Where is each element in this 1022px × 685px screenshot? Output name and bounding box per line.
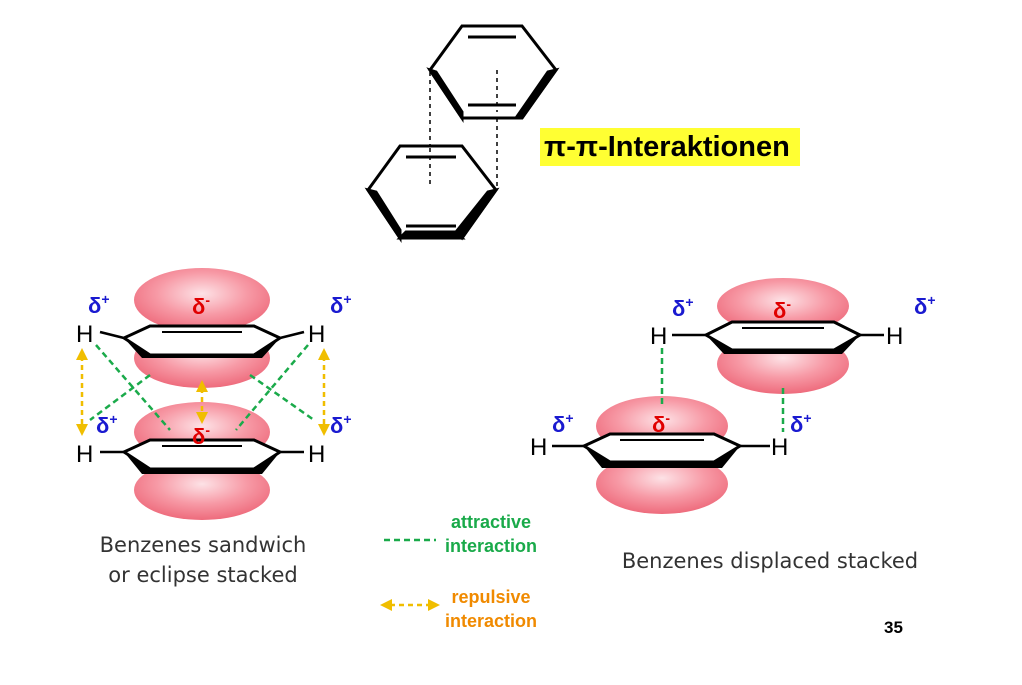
displaced-attractive-lines: [660, 348, 785, 432]
sandwich-attractive-lines: [89, 344, 315, 431]
delta-plus-label: δ+: [914, 292, 936, 319]
displaced-caption: Benzenes displaced stacked: [621, 549, 919, 573]
legend-repulsive-head-right: [428, 599, 440, 611]
page-number: 35: [884, 618, 903, 637]
sandwich-caption-line2: or eclipse stacked: [108, 563, 298, 587]
delta-plus-label: δ+: [552, 410, 574, 437]
legend-attractive-label: attractive interaction: [445, 510, 537, 558]
legend-attractive-line2: interaction: [445, 536, 538, 556]
delta-plus-label: δ+: [790, 410, 812, 437]
delta-plus-label: δ+: [330, 291, 352, 318]
orbital-lobe: [596, 454, 728, 514]
delta-minus-label: δ-: [192, 292, 210, 319]
legend-repulsive-head-left: [380, 599, 392, 611]
hydrogen-label: H: [308, 441, 325, 468]
legend-repulsive-label: repulsive interaction: [445, 585, 537, 633]
sandwich-repulsive-heads: [76, 348, 330, 436]
legend-repulsive-line1: repulsive: [451, 587, 531, 607]
orbital-lobe: [134, 268, 270, 332]
hydrogen-label: H: [76, 321, 93, 348]
sandwich-lower-benzene: [100, 402, 304, 520]
sandwich-upper-benzene: [99, 268, 305, 388]
sandwich-caption: Benzenes sandwich or eclipse stacked: [78, 530, 328, 590]
delta-minus-label: δ-: [652, 410, 670, 437]
delta-plus-label: δ+: [88, 291, 110, 318]
legend-attractive-line1: attractive: [450, 512, 532, 532]
orbital-lobe: [134, 460, 270, 520]
orbital-lobe: [717, 278, 849, 334]
displaced-upper-benzene: [672, 278, 884, 394]
top-ring-upper: [426, 24, 560, 123]
diagram-title: π-π-Interaktionen: [540, 128, 800, 166]
hydrogen-label: H: [308, 321, 325, 348]
delta-plus-label: δ+: [96, 411, 118, 438]
hydrogen-label: H: [771, 434, 788, 461]
hydrogen-label: H: [886, 323, 903, 350]
hydrogen-label: H: [530, 434, 547, 461]
delta-minus-label: δ-: [773, 296, 791, 323]
sandwich-repulsive-arrows: [80, 356, 326, 428]
hydrogen-label: H: [650, 323, 667, 350]
legend-repulsive-line2: interaction: [445, 611, 538, 631]
delta-plus-label: δ+: [672, 294, 694, 321]
hydrogen-label: H: [76, 441, 93, 468]
displaced-lower-benzene: [552, 396, 770, 514]
top-ring-lower: [364, 144, 500, 243]
sandwich-caption-line1: Benzenes sandwich: [99, 533, 307, 557]
delta-minus-label: δ-: [192, 422, 210, 449]
delta-plus-label: δ+: [330, 411, 352, 438]
